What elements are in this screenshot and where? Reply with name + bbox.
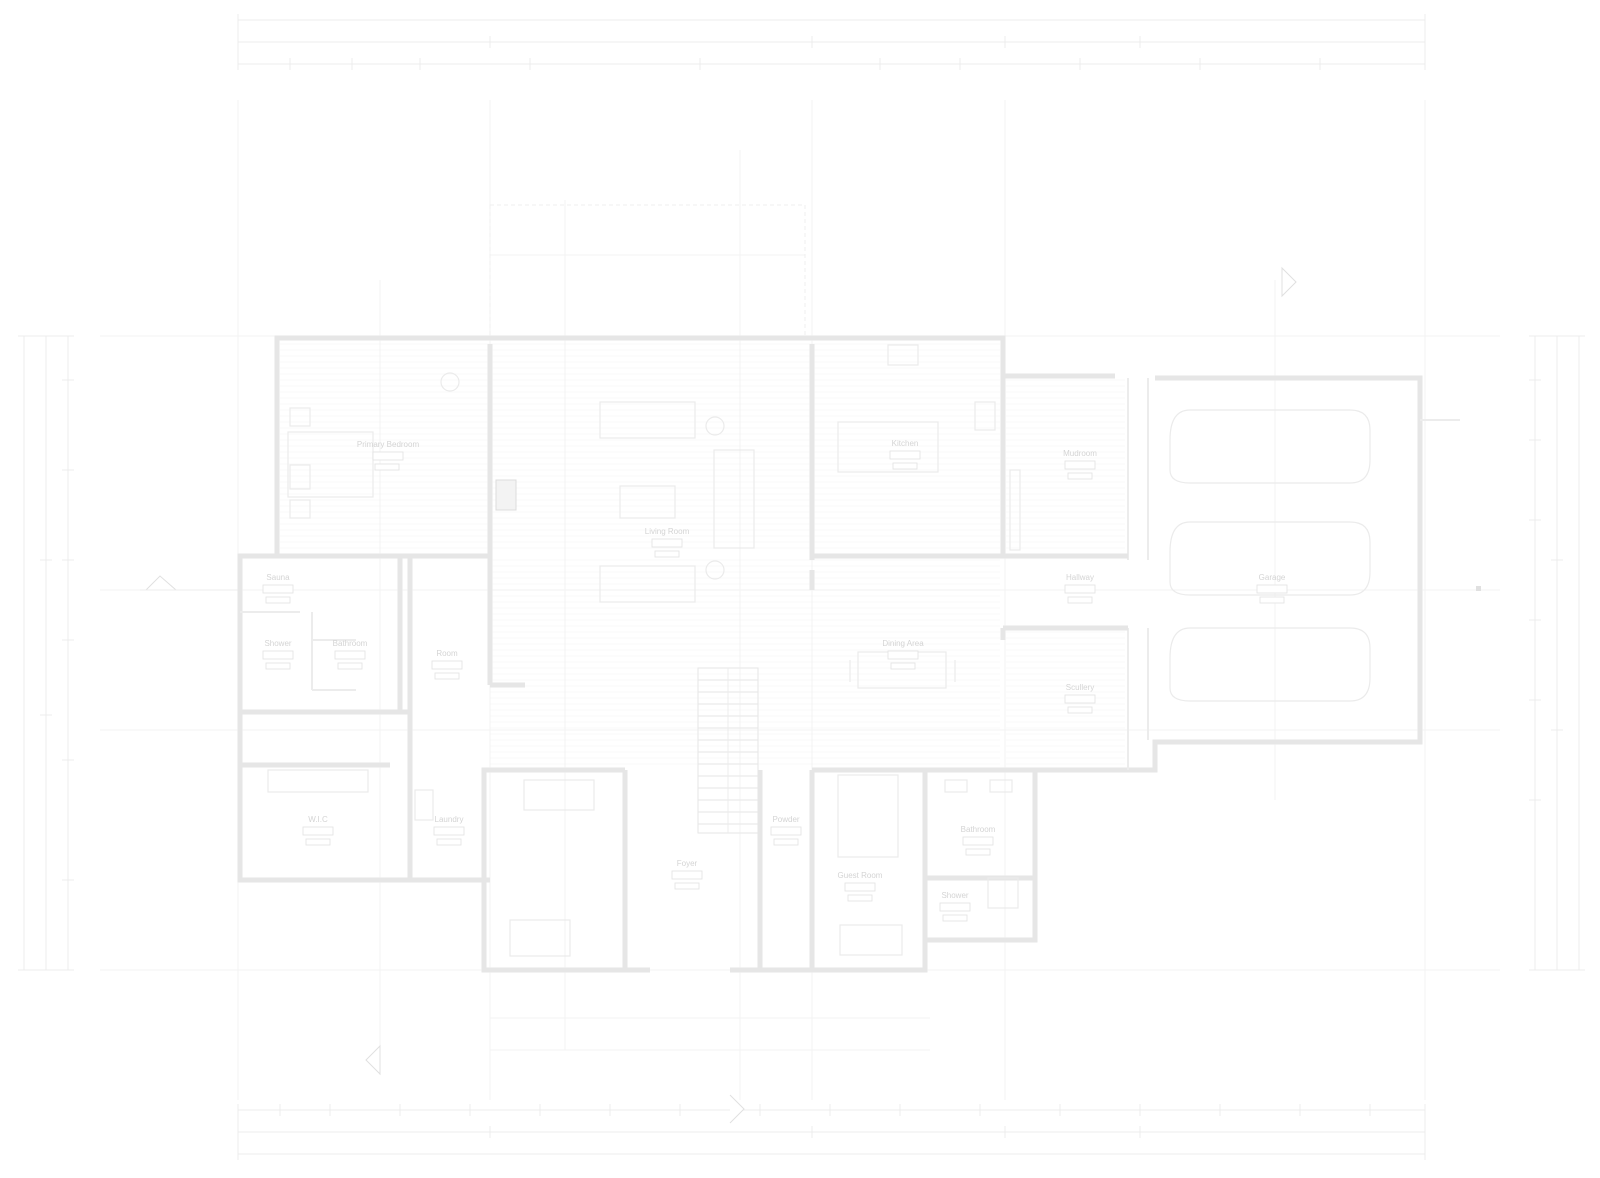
svg-text:Foyer: Foyer [677,859,698,868]
svg-text:Kitchen: Kitchen [892,439,919,448]
room-label-bathroom-2: Bathroom [961,825,996,856]
room-label-scullery: Scullery [1064,683,1096,714]
top-dimension-strings [237,14,1426,70]
room-label-foyer: Foyer [671,859,703,890]
room-label-room: Room [431,649,463,680]
room-label-shower-2: Shower [939,891,971,922]
walls [237,335,1460,973]
bottom-dimension-strings [237,1104,1426,1160]
svg-text:Living Room: Living Room [645,527,690,536]
room-label-powder: Powder [770,815,802,846]
svg-text:W.I.C: W.I.C [308,815,328,824]
furniture [267,344,1371,957]
svg-text:Sauna: Sauna [266,573,290,582]
side-dimension-strings [18,335,1585,971]
svg-text:Shower: Shower [264,639,291,648]
room-label-mudroom: Mudroom [1063,449,1097,480]
reference-grid [100,100,1500,1100]
svg-text:Shower: Shower [941,891,968,900]
svg-text:Powder: Powder [772,815,799,824]
room-label-guest-room: Guest Room [838,871,883,902]
svg-text:Laundry: Laundry [435,815,464,824]
svg-text:Room: Room [436,649,458,658]
room-label-primary-bedroom: Primary Bedroom [357,440,420,471]
stair [697,667,759,834]
svg-text:Scullery: Scullery [1066,683,1094,692]
svg-text:Dining Area: Dining Area [882,639,924,648]
room-label-bathroom: Bathroom [333,639,368,670]
room-label-living-room: Living Room [645,527,690,558]
room-label-garage: Garage [1256,573,1288,604]
svg-text:Bathroom: Bathroom [961,825,996,834]
svg-text:Hallway: Hallway [1066,573,1094,582]
svg-text:Mudroom: Mudroom [1063,449,1097,458]
svg-text:Guest Room: Guest Room [838,871,883,880]
room-label-laundry: Laundry [433,815,465,846]
svg-text:Garage: Garage [1259,573,1286,582]
room-label-kitchen: Kitchen [889,439,921,470]
svg-text:Bathroom: Bathroom [333,639,368,648]
room-label-dining-area: Dining Area [882,639,924,670]
room-labels: Primary Bedroom Living Room Kitchen Mudr… [262,439,1288,922]
room-label-shower: Shower [262,639,294,670]
room-label-hallway: Hallway [1064,573,1096,604]
section-markers [140,266,1481,1124]
room-label-wic: W.I.C [302,815,334,846]
room-label-sauna: Sauna [262,573,294,604]
svg-text:Primary Bedroom: Primary Bedroom [357,440,420,449]
